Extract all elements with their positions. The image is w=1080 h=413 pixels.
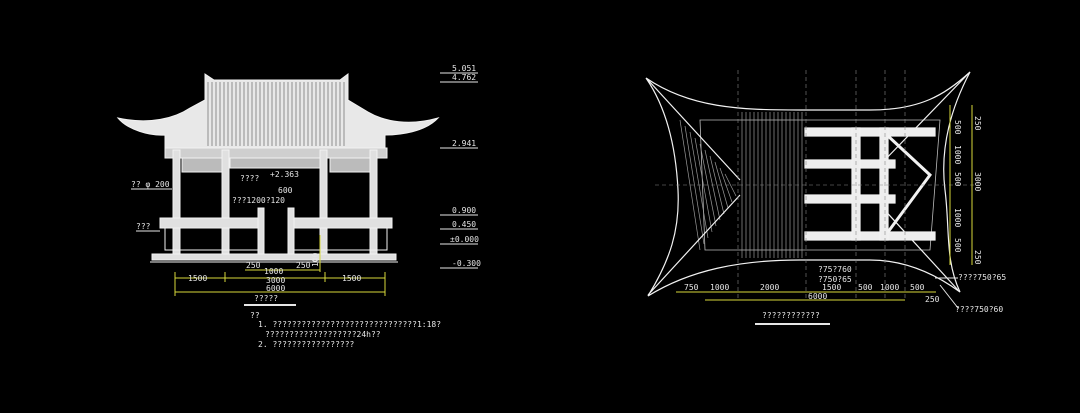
roof-plan-inner: [699, 119, 941, 251]
elevation-dimensions: [174, 235, 386, 296]
elevation-title: ?????: [254, 294, 278, 303]
pdr-2: 1000: [953, 145, 962, 164]
elevation-notes: ????? ?? 1. ????????????????????????????…: [244, 294, 441, 349]
pdr-0: 250: [973, 116, 982, 131]
frame-post-2: [879, 127, 889, 241]
column-3: [319, 149, 328, 256]
level-2: 4.762: [452, 73, 476, 82]
note-1b: ???????????????????24h??: [265, 330, 381, 339]
bracket-band: [164, 147, 388, 159]
pdr-1: 500: [953, 120, 962, 135]
dim-total: 6000: [266, 284, 285, 293]
pdr-7: 250: [973, 250, 982, 265]
plan-dim-total: 6000: [808, 292, 827, 301]
level-1: 5.051: [452, 64, 476, 73]
lattice-frieze-left: [181, 157, 223, 173]
dim-row1-c: 250: [296, 261, 311, 270]
label-step-w: 600: [278, 186, 293, 195]
elevation-labels: ?? φ 200 ??? +2.363 ???? 600 ???1200?120: [131, 170, 299, 232]
pdb-5: 1000: [880, 283, 899, 292]
column-1: [172, 149, 181, 256]
level-6: ±0.000: [450, 235, 479, 244]
roof-outline: [116, 73, 440, 149]
entrance-post-left: [257, 207, 265, 255]
plan-label-b: ?750?65: [818, 275, 852, 284]
pdb-7: 250: [925, 295, 940, 304]
level-4: 0.900: [452, 206, 476, 215]
diagonal-brace: [886, 134, 933, 233]
pdr-6: 500: [953, 238, 962, 253]
label-seat: ???: [136, 222, 151, 231]
note-2: 2. ?????????????????: [258, 340, 355, 349]
frame-beam-4: [804, 231, 936, 241]
level-3: 2.941: [452, 139, 476, 148]
dim-row1-b: 1000: [264, 267, 283, 276]
plan-dims-bottom-text: 750 1000 2000 1500 500 1000 500 250 6000: [684, 283, 940, 304]
plan-title: ????????????: [762, 311, 820, 320]
notes-title: ??: [250, 311, 260, 320]
pdb-4: 500: [858, 283, 873, 292]
plan-axis-lines: [655, 70, 975, 300]
pdb-0: 750: [684, 283, 699, 292]
pdb-1: 1000: [710, 283, 729, 292]
label-elev-a: +2.363: [270, 170, 299, 179]
roof-tile-lines: [207, 82, 345, 146]
dim-row2-b: 3000: [266, 276, 285, 285]
plan-label-a: ?75?760: [818, 265, 852, 274]
hip-line-tl: [647, 79, 741, 181]
label-beam: ???1200?120: [232, 196, 285, 205]
entrance-post-right: [287, 207, 295, 255]
pdb-2: 2000: [760, 283, 779, 292]
seat-bench-right: [291, 217, 393, 229]
hip-line-bl: [647, 194, 741, 296]
pavilion-roof-plan: [645, 70, 975, 300]
hip-line-br: [879, 204, 959, 291]
level-7: -0.300: [452, 259, 481, 268]
note-1a: 1. ??????????????????????????????1:18?: [258, 320, 441, 329]
hip-line-tr: [879, 73, 969, 166]
leader-d: [939, 284, 959, 309]
frame-beam-3: [804, 194, 896, 204]
dim-row1-a: 250: [246, 261, 261, 270]
frame-beam-1: [804, 127, 936, 137]
pavilion-elevation: [116, 73, 440, 263]
dim-row1-d: 100: [311, 252, 320, 267]
column-4: [369, 149, 378, 256]
elevation-dim-text: 250 1000 250 100 1500 3000 1500 6000: [188, 252, 361, 293]
rafter-line: [709, 155, 725, 215]
pdb-6: 500: [910, 283, 925, 292]
elevation-level-marks: 5.051 4.762 2.941 0.900 0.450 ±0.000 -0.…: [440, 64, 481, 269]
pdb-3: 1500: [822, 283, 841, 292]
rafter-line: [694, 137, 713, 233]
dim-row2-c: 1500: [342, 274, 361, 283]
label-elev-b: ????: [240, 174, 259, 183]
frame-beam-2: [804, 159, 896, 169]
platform: [151, 253, 397, 261]
roof-plan-outline: [645, 71, 971, 297]
column-2: [221, 149, 230, 256]
seat-bench-left: [159, 217, 261, 229]
plan-dims-right: [949, 105, 973, 265]
pdr-3: 3000: [973, 172, 982, 191]
plan-label-c: ????750?65: [958, 273, 1006, 282]
pdr-4: 500: [953, 172, 962, 187]
label-col-dia: ?? φ 200: [131, 180, 170, 189]
plan-dims-bottom: [676, 291, 936, 301]
pdr-5: 1000: [953, 208, 962, 227]
roof-rafter-lines: [679, 112, 803, 258]
rafter-line: [684, 125, 705, 245]
plan-dims-right-text: 250 500 1000 3000 500 1000 500 250: [953, 116, 982, 265]
dim-row2-a: 1500: [188, 274, 207, 283]
plan-labels: ?75?760 ?750?65 ????750?65 ????750?60: [818, 265, 1006, 314]
lattice-frieze-middle: [229, 157, 321, 169]
rafter-line: [724, 173, 737, 197]
plan-label-d: ????750?60: [955, 305, 1003, 314]
lattice-frieze-right: [329, 157, 371, 173]
level-5: 0.450: [452, 220, 476, 229]
